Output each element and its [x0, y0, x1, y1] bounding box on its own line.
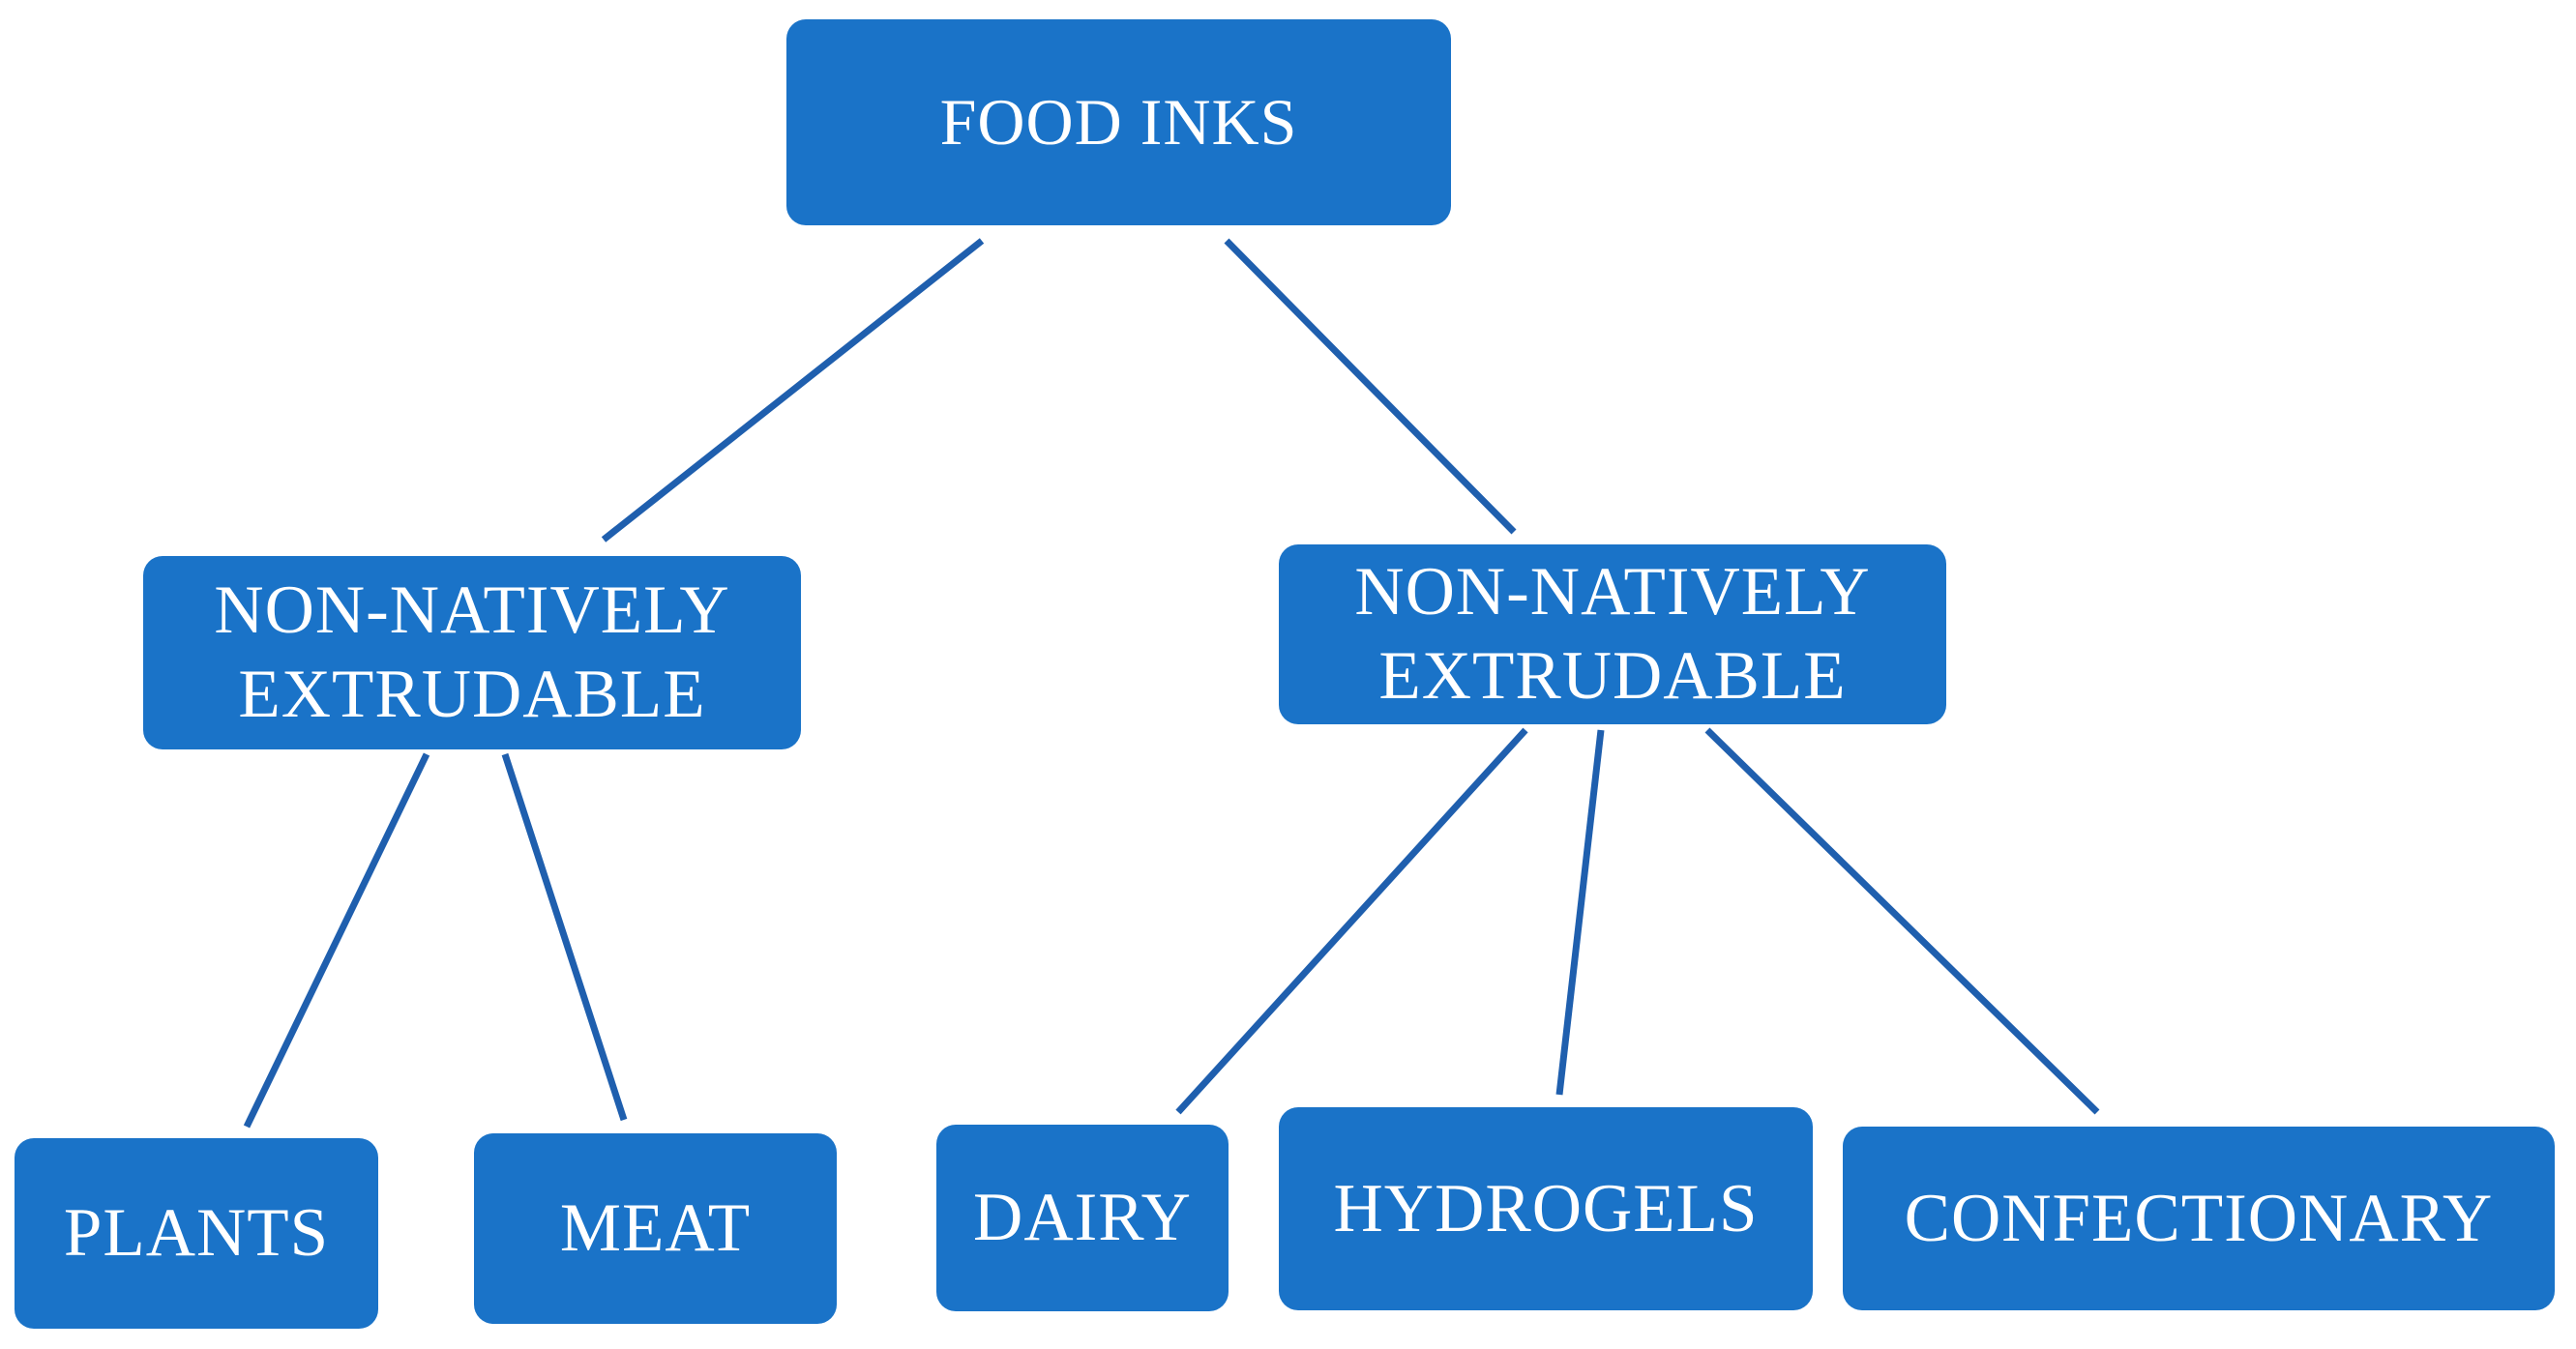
edge-right-category-to-dairy [1175, 727, 1528, 1115]
edge-right-category-to-hydrogels [1555, 729, 1605, 1096]
node-hydrogels: HYDROGELS [1279, 1107, 1813, 1310]
node-food-inks: FOOD INKS [786, 19, 1451, 225]
node-non-natively-extrudable-left-label: NON-NATIVELY EXTRUDABLE [214, 572, 730, 732]
edge-right-category-to-confectionary [1704, 727, 2100, 1115]
node-confectionary: CONFECTIONARY [1843, 1127, 2555, 1310]
edge-root-to-right-category [1224, 238, 1517, 535]
edge-root-to-left-category [601, 238, 985, 543]
node-hydrogels-label: HYDROGELS [1333, 1170, 1759, 1246]
node-meat: MEAT [474, 1133, 837, 1324]
node-dairy: DAIRY [936, 1125, 1229, 1311]
node-meat-label: MEAT [559, 1190, 752, 1267]
node-non-natively-extrudable-left: NON-NATIVELY EXTRUDABLE [143, 556, 801, 749]
node-plants: PLANTS [15, 1138, 378, 1329]
node-dairy-label: DAIRY [973, 1180, 1192, 1256]
edge-left-category-to-meat [501, 752, 628, 1122]
node-plants-label: PLANTS [63, 1195, 330, 1272]
node-food-inks-label: FOOD INKS [939, 85, 1298, 160]
node-confectionary-label: CONFECTIONARY [1904, 1180, 2494, 1256]
node-non-natively-extrudable-right: NON-NATIVELY EXTRUDABLE [1279, 544, 1946, 724]
node-non-natively-extrudable-right-label: NON-NATIVELY EXTRUDABLE [1354, 554, 1871, 714]
edge-left-category-to-plants [243, 752, 430, 1129]
